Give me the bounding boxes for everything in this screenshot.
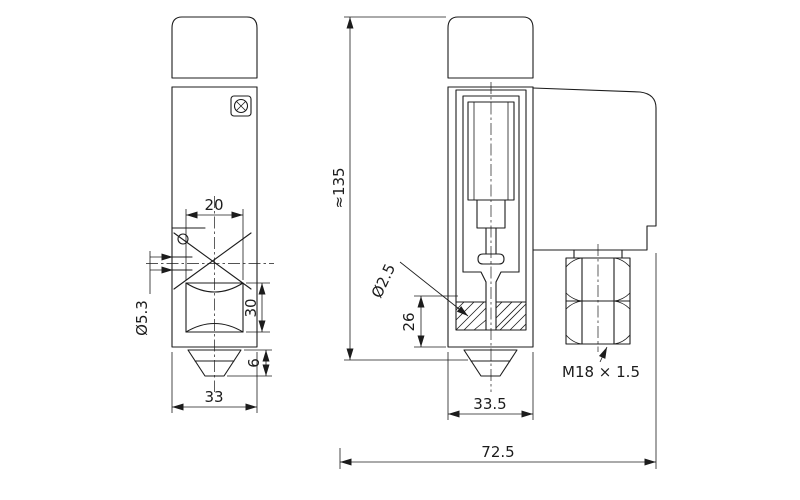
dim-roller-height: 30 bbox=[242, 298, 260, 317]
dim-pin-offset: 26 bbox=[400, 312, 418, 331]
dim-roller-width: 20 bbox=[204, 196, 223, 214]
side-view-dimensions: ≈135 Ø2.5 26 33.5 M18 × 1.5 72.5 bbox=[330, 16, 657, 469]
dim-plunger-height: 6 bbox=[245, 358, 263, 368]
front-view-centerlines bbox=[146, 196, 274, 392]
cable-gland bbox=[565, 249, 631, 345]
front-view: 20 Ø5.3 30 6 33 bbox=[133, 16, 274, 413]
dim-overall-height: ≈135 bbox=[330, 167, 348, 208]
dim-orifice-diameter: Ø2.5 bbox=[368, 261, 399, 301]
pivot-hole bbox=[177, 233, 189, 245]
front-view-outline bbox=[171, 16, 258, 348]
screw-plate bbox=[230, 95, 252, 117]
front-view-roller-lever bbox=[171, 227, 252, 333]
side-view-centerlines bbox=[490, 82, 599, 392]
screw-icon bbox=[233, 98, 249, 114]
dim-body-width: 33 bbox=[204, 388, 223, 406]
side-view-plunger bbox=[463, 349, 518, 377]
front-view-dimensions: 20 Ø5.3 30 6 33 bbox=[133, 196, 272, 413]
dim-overall-depth: 72.5 bbox=[481, 443, 514, 461]
dim-body-depth: 33.5 bbox=[473, 395, 506, 413]
dim-shaft-diameter: Ø5.3 bbox=[133, 300, 151, 336]
side-view-outline bbox=[447, 16, 657, 348]
dim-gland-thread: M18 × 1.5 bbox=[562, 363, 640, 381]
side-view: ≈135 Ø2.5 26 33.5 M18 × 1.5 72.5 bbox=[330, 16, 657, 469]
side-view-mechanism bbox=[455, 89, 527, 331]
